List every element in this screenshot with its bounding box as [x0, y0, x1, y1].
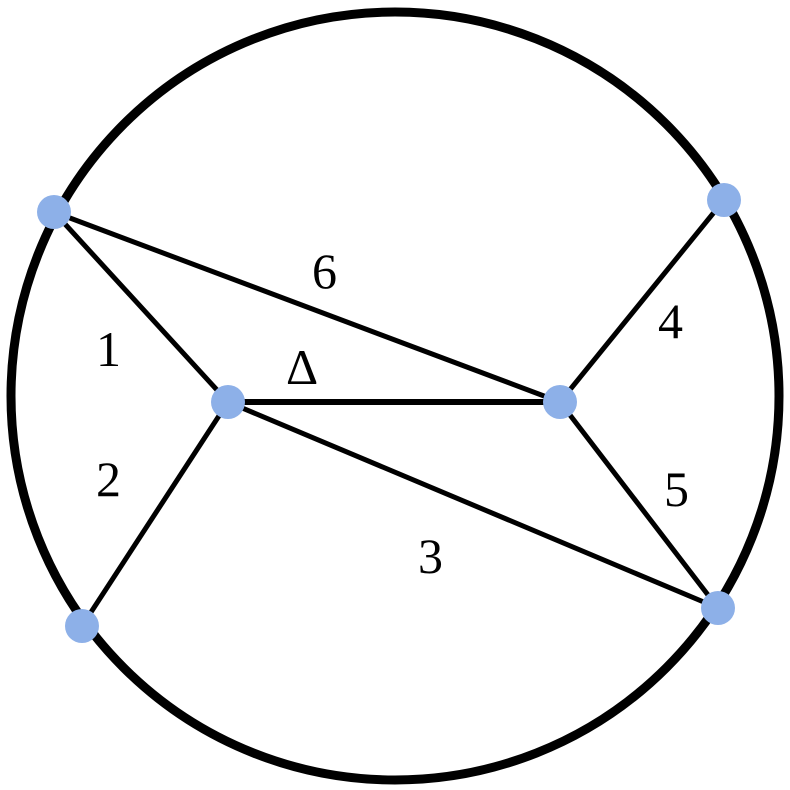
- boundary-node-left-top: [37, 195, 71, 229]
- edge-label-4: 4: [658, 293, 683, 349]
- edge-5: [558, 400, 720, 610]
- edge-3: [227, 399, 719, 611]
- edge-2: [79, 400, 231, 628]
- edge-4: [558, 198, 726, 404]
- edge-label-3: 3: [418, 528, 443, 584]
- boundary-node-right-top: [707, 183, 741, 217]
- edge-label-internal: Δ: [286, 339, 318, 395]
- edge-label-5: 5: [664, 461, 689, 517]
- boundary-circle: [6, 7, 784, 785]
- internal-node-right: [543, 385, 577, 419]
- internal-node-left: [211, 385, 245, 419]
- edge-label-1: 1: [96, 321, 121, 377]
- edge-1: [52, 210, 230, 404]
- edge-label-6: 6: [312, 243, 337, 299]
- boundary-node-left-bottom: [65, 609, 99, 643]
- boundary-node-right-bottom: [701, 591, 735, 625]
- edge-label-2: 2: [96, 451, 121, 507]
- edge-6: [53, 209, 561, 405]
